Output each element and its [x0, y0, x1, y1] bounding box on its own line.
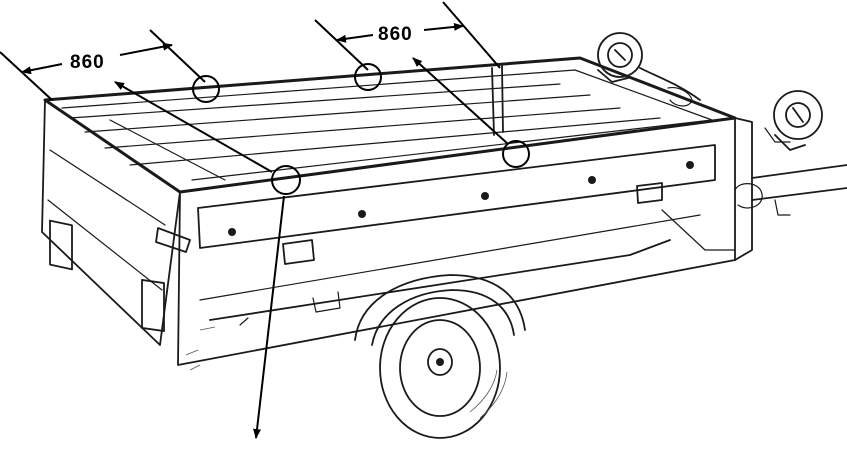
- rear-panel: [41, 99, 181, 346]
- winch-drum: [773, 90, 823, 140]
- dimension-right: 860: [314, 1, 501, 71]
- box-top-rim: [43, 56, 737, 194]
- wheel-assembly: [354, 274, 526, 439]
- callout-circle: [192, 75, 220, 103]
- callouts: [114, 57, 530, 439]
- callout-leader: [114, 81, 273, 173]
- side-rail: [197, 144, 716, 249]
- dimension-arrow: [336, 34, 374, 43]
- dimension-label: 860: [70, 52, 105, 73]
- rear-light-left: [49, 219, 73, 271]
- front-corner: [661, 209, 736, 251]
- winch-front: [764, 90, 823, 151]
- extension-line: [149, 29, 206, 83]
- extension-line: [0, 51, 53, 101]
- side-latch: [282, 239, 315, 265]
- fender-inner: [371, 289, 515, 346]
- shading: [185, 326, 216, 371]
- underside: [209, 239, 671, 321]
- box-inner-rim: [61, 69, 713, 181]
- rear-panel-edge: [47, 199, 163, 291]
- callout-circle: [271, 165, 301, 195]
- side-fold-line: [199, 214, 701, 301]
- drawbar: [734, 164, 847, 216]
- winch-mount: [764, 127, 791, 143]
- coupling-ring: [734, 183, 763, 209]
- callout-circle: [354, 63, 382, 91]
- hub: [427, 348, 453, 376]
- callout-leader: [253, 195, 285, 439]
- floor-line: [129, 117, 661, 166]
- rail-bolts: [228, 161, 694, 236]
- floor-line: [109, 119, 226, 181]
- middle-post: [491, 65, 504, 136]
- tire: [379, 297, 501, 439]
- winch-rear: [597, 32, 701, 107]
- winch-drum: [597, 32, 643, 78]
- underside-bracket: [312, 291, 341, 313]
- tire-shading: [469, 369, 508, 419]
- floor-line: [104, 107, 621, 149]
- side-latch: [636, 182, 663, 204]
- extension-line: [442, 1, 501, 69]
- dimension-arrow: [119, 42, 173, 56]
- dimension-left: 860: [0, 29, 206, 101]
- dimension-arrow: [423, 22, 464, 31]
- floor-line: [84, 94, 591, 133]
- drawbar-beam: [751, 164, 847, 201]
- fender: [354, 274, 526, 341]
- winch-hub: [785, 102, 811, 128]
- rear-panel-edge: [49, 149, 166, 226]
- extension-line: [314, 19, 369, 71]
- rear-light-right: [141, 279, 165, 332]
- floor-line: [69, 83, 561, 119]
- callout-leader: [412, 57, 509, 145]
- winch-arm: [774, 107, 806, 151]
- winch-hub: [607, 42, 633, 68]
- front-panel: [734, 117, 753, 261]
- chain: [774, 199, 791, 216]
- rim: [399, 319, 481, 417]
- trailer-body: [41, 56, 753, 371]
- callout-circle: [502, 140, 530, 168]
- strap-loop: [667, 87, 693, 107]
- dimension-arrow: [21, 63, 63, 75]
- underside-detail: [239, 317, 249, 326]
- hub-nut: [436, 358, 444, 366]
- winch-arm: [597, 49, 701, 101]
- dimension-label: 860: [378, 24, 413, 45]
